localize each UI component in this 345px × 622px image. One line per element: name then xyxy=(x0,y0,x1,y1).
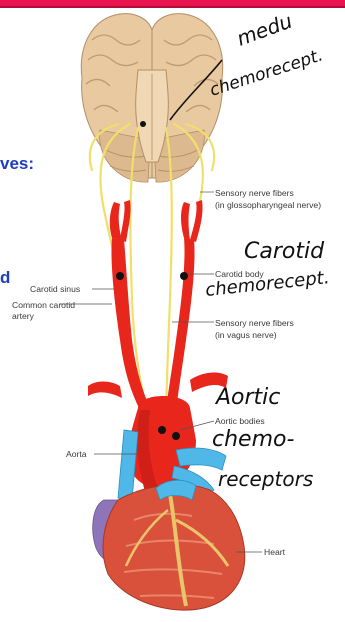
label-common-carotid-line2: artery xyxy=(12,311,35,321)
hand-aortic-line2: chemo- xyxy=(212,427,294,452)
label-aortic-bodies: Aortic bodies xyxy=(215,416,265,426)
label-common-carotid-line1: Common carotid xyxy=(12,300,75,310)
slide-top-bar xyxy=(0,0,345,6)
hand-carotid-line1: Carotid xyxy=(244,239,325,264)
slide-top-bar-shadow xyxy=(0,6,345,8)
slide-fragment-nerves: ves: xyxy=(0,154,34,173)
label-sensory-vagus-line2: (in vagus nerve) xyxy=(215,330,277,340)
hand-aortic-line1: Aortic xyxy=(214,385,280,410)
hand-medullary-line2: chemorecept. xyxy=(207,45,325,100)
label-heart: Heart xyxy=(264,547,286,557)
slide-fragment-d: d xyxy=(0,268,10,287)
label-carotid-sinus: Carotid sinus xyxy=(30,284,80,294)
hand-medullary-line1: medu xyxy=(234,9,296,51)
heart xyxy=(93,480,245,610)
label-aorta: Aorta xyxy=(66,449,87,459)
label-sensory-glosso-line2: (in glossopharyngeal nerve) xyxy=(215,200,321,210)
label-sensory-glosso-line1: Sensory nerve fibers xyxy=(215,188,294,198)
label-sensory-vagus-line1: Sensory nerve fibers xyxy=(215,318,294,328)
hand-aortic-line3: receptors xyxy=(218,467,313,491)
